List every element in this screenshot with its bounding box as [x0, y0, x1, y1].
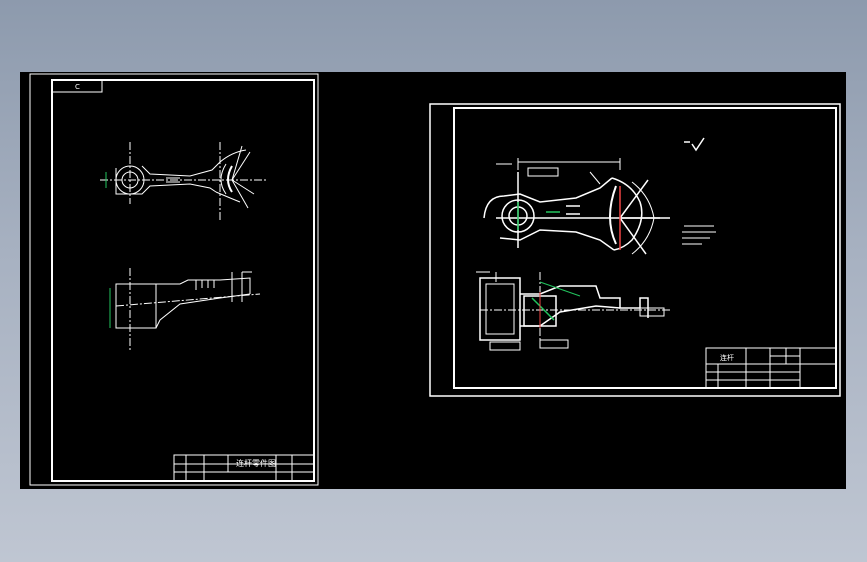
- left-title-text: 连杆零件图: [236, 458, 276, 468]
- left-title-block: [173, 454, 315, 482]
- right-title-block: [705, 347, 837, 389]
- left-drawing-sheet[interactable]: C 连杆零件图: [29, 73, 319, 486]
- roughness-symbol: [684, 137, 705, 152]
- conrod-top-view-large: [483, 158, 670, 255]
- conrod-top-view: [100, 142, 268, 220]
- green-leader: [539, 281, 581, 297]
- technical-notes: [682, 225, 716, 245]
- corner-tag: C: [75, 83, 80, 91]
- right-drawing-sheet[interactable]: 连杆: [429, 103, 841, 397]
- right-title-text: 连杆: [720, 353, 734, 362]
- conrod-front-view: [115, 268, 261, 350]
- green-hatch-mark: [531, 297, 555, 321]
- conrod-section-view: [476, 271, 670, 351]
- drawing-viewport[interactable]: C 连杆零件图: [20, 72, 846, 489]
- corner-tag-box: [51, 79, 103, 93]
